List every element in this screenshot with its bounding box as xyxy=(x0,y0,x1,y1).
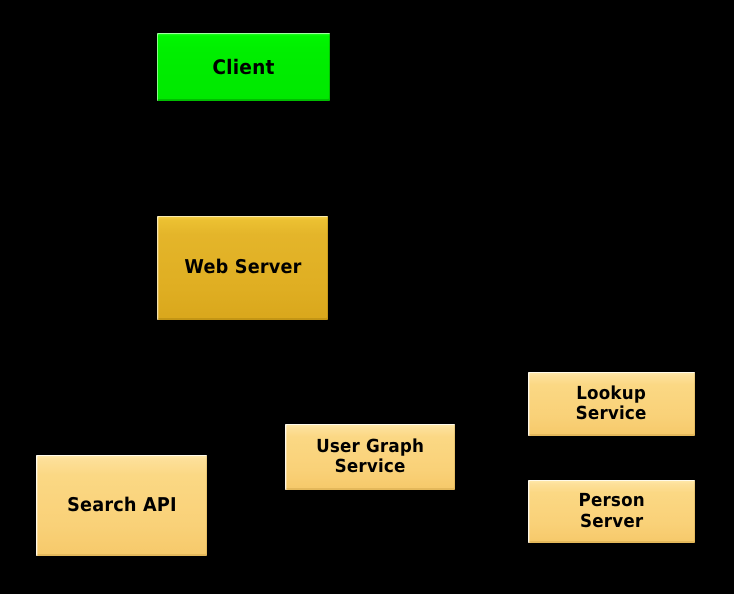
node-search-api-label: Search API xyxy=(66,493,177,516)
node-lookup-service[interactable]: Lookup Service xyxy=(528,372,695,436)
node-user-graph-service[interactable]: User Graph Service xyxy=(285,424,455,490)
node-web-server-label: Web Server xyxy=(183,256,302,279)
node-person-server[interactable]: Person Server xyxy=(528,480,695,543)
node-web-server[interactable]: Web Server xyxy=(157,216,328,320)
node-user-graph-service-label: User Graph Service xyxy=(315,435,425,477)
node-client-label: Client xyxy=(212,54,275,79)
node-lookup-service-label: Lookup Service xyxy=(576,382,647,424)
node-client[interactable]: Client xyxy=(157,33,330,101)
node-person-server-label: Person Server xyxy=(578,490,645,532)
node-search-api[interactable]: Search API xyxy=(36,455,207,556)
